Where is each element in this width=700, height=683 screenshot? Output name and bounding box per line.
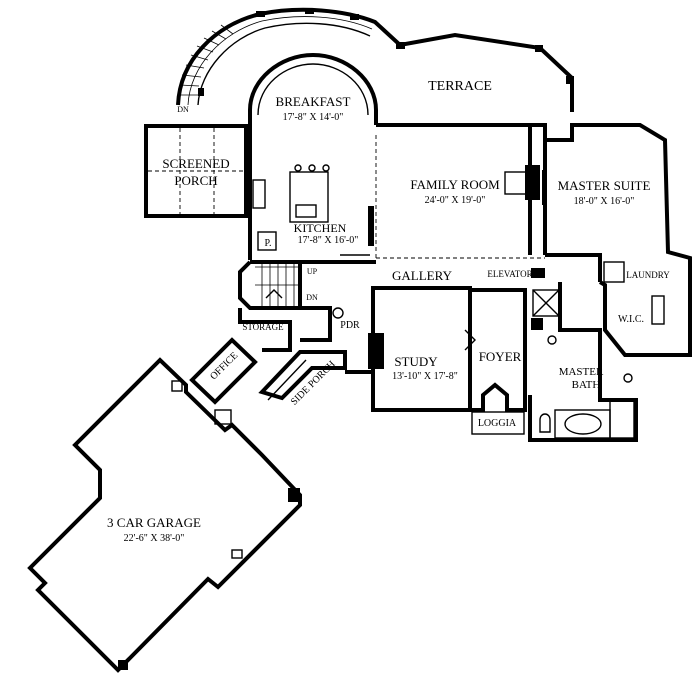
label-master-bath-2: BATH xyxy=(572,379,601,391)
room-labels: TERRACE BREAKFAST 17'-8" X 14'-0" SCREEN… xyxy=(107,79,670,544)
label-garage: 3 CAR GARAGE xyxy=(107,515,201,530)
label-pantry: P. xyxy=(265,238,272,249)
dims-family-room: 24'-0" X 19'-0" xyxy=(425,195,486,206)
label-family-room: FAMILY ROOM xyxy=(410,177,500,192)
label-stair-up: UP xyxy=(307,267,318,276)
main-house-walls xyxy=(250,123,692,357)
label-pdr: PDR xyxy=(340,320,360,331)
label-laundry: LAUNDRY xyxy=(626,270,670,280)
label-kitchen: KITCHEN xyxy=(294,221,347,235)
label-loggia: LOGGIA xyxy=(478,418,517,429)
central-stair xyxy=(238,260,302,310)
label-wic: W.I.C. xyxy=(618,314,644,325)
side-porch-walls xyxy=(258,350,372,401)
label-master-suite: MASTER SUITE xyxy=(558,178,651,193)
dims-study: 13'-10" X 17'-8" xyxy=(392,371,458,382)
label-gallery: GALLERY xyxy=(392,268,453,283)
label-foyer: FOYER xyxy=(479,349,522,364)
screened-porch-outline xyxy=(144,124,248,218)
garage-walls xyxy=(27,357,302,673)
master-wing-walls xyxy=(528,261,665,442)
breakfast-bay-outline xyxy=(248,52,378,260)
label-elevator: ELEVATOR xyxy=(487,269,532,279)
label-exterior-dn: DN xyxy=(177,105,189,114)
label-study: STUDY xyxy=(394,354,438,369)
curved-stair-treads xyxy=(179,24,234,96)
dims-kitchen: 17'-8" X 16'-0" xyxy=(298,235,359,246)
label-master-bath-1: MASTER xyxy=(559,366,604,378)
study-foyer-walls xyxy=(368,268,560,435)
storage-office-walls xyxy=(189,306,344,405)
label-porch: PORCH xyxy=(174,173,217,188)
dims-garage: 22'-6" X 38'-0" xyxy=(124,533,185,544)
dims-breakfast: 17'-8" X 14'-0" xyxy=(283,112,344,123)
kitchen-fixtures xyxy=(252,164,370,256)
label-office: OFFICE xyxy=(208,350,240,382)
label-breakfast: BREAKFAST xyxy=(276,94,351,109)
label-terrace: TERRACE xyxy=(428,79,492,94)
dims-master-suite: 18'-0" X 16'-0" xyxy=(574,196,635,207)
curved-terrace-wall xyxy=(176,7,574,112)
label-storage: STORAGE xyxy=(242,322,284,332)
label-stair-dn: DN xyxy=(306,293,318,302)
label-screened: SCREENED xyxy=(162,156,229,171)
